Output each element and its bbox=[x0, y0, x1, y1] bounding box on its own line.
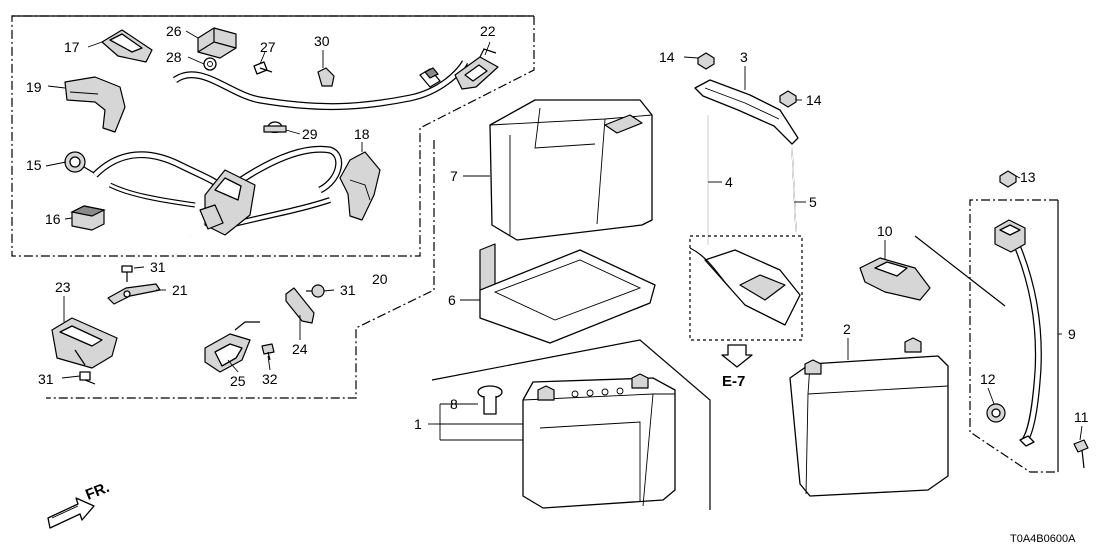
battery-1-group-frame bbox=[431, 339, 711, 510]
callout-3: 3 bbox=[740, 49, 748, 65]
callout-8: 8 bbox=[450, 396, 458, 412]
callout-30: 30 bbox=[314, 33, 330, 49]
callout-4: 4 bbox=[725, 174, 733, 190]
part-18-bracket bbox=[339, 151, 381, 221]
reference-e7: E-7 bbox=[722, 373, 745, 390]
part-22-terminal bbox=[454, 48, 499, 90]
part-26-terminal-cover bbox=[197, 27, 237, 59]
front-arrow-icon bbox=[47, 497, 95, 529]
part-17-clip bbox=[101, 29, 153, 63]
callout-31-c: 31 bbox=[38, 371, 54, 387]
callout-22: 22 bbox=[480, 23, 496, 39]
callout-10: 10 bbox=[877, 223, 893, 239]
part-19-terminal-boot bbox=[64, 76, 126, 133]
part-2-battery bbox=[789, 337, 949, 497]
part-15-clamp bbox=[64, 151, 95, 174]
callout-2: 2 bbox=[843, 321, 851, 337]
callout-27: 27 bbox=[260, 39, 276, 55]
part-29-clip bbox=[263, 121, 287, 134]
part-31-bolt-c bbox=[79, 371, 96, 385]
callout-26: 26 bbox=[166, 23, 182, 39]
lower-bracket-group-frame bbox=[46, 140, 435, 399]
callout-28: 28 bbox=[166, 49, 182, 65]
part-12-bushing bbox=[986, 403, 1006, 423]
callout-20: 20 bbox=[372, 271, 388, 287]
callout-11: 11 bbox=[1074, 409, 1089, 425]
callout-31-b: 31 bbox=[340, 282, 356, 298]
callout-16: 16 bbox=[45, 211, 61, 227]
callout-13: 13 bbox=[1020, 169, 1036, 185]
callout-25: 25 bbox=[230, 373, 246, 389]
detail-e7-box bbox=[689, 235, 803, 368]
callout-1: 1 bbox=[414, 416, 422, 432]
part-16-grommet bbox=[70, 205, 106, 231]
part-13-nut bbox=[999, 170, 1017, 188]
callout-17: 17 bbox=[64, 39, 80, 55]
part-27-bolt bbox=[253, 61, 273, 75]
part-5-rod bbox=[791, 147, 797, 233]
part-10-sensor bbox=[859, 257, 931, 301]
callout-21: 21 bbox=[172, 282, 188, 298]
callout-19: 19 bbox=[26, 79, 42, 95]
callout-7: 7 bbox=[450, 168, 458, 184]
part-28-nut bbox=[203, 57, 217, 71]
callout-9: 9 bbox=[1068, 326, 1076, 342]
harness-group-frame bbox=[11, 15, 535, 257]
part-21-stay bbox=[107, 283, 161, 305]
part-3-holder bbox=[694, 79, 799, 145]
callout-6: 6 bbox=[448, 292, 456, 308]
callout-32: 32 bbox=[262, 371, 278, 387]
callout-29: 29 bbox=[302, 126, 318, 142]
part-31-bolt-b bbox=[306, 284, 325, 298]
part-23-bracket bbox=[51, 317, 118, 369]
part-24-bracket bbox=[285, 287, 315, 324]
part-9-cable bbox=[994, 219, 1042, 447]
part-30-clip bbox=[317, 67, 335, 87]
part-1-battery bbox=[522, 373, 676, 509]
callout-24: 24 bbox=[292, 341, 308, 357]
wire-harness bbox=[92, 60, 469, 240]
callout-14-a: 14 bbox=[659, 49, 675, 65]
part-11-bolt bbox=[1073, 439, 1089, 469]
callout-18: 18 bbox=[354, 126, 370, 142]
callout-5: 5 bbox=[809, 194, 817, 210]
callout-15: 15 bbox=[26, 157, 42, 173]
diagram-code: T0A4B0600A bbox=[1010, 533, 1076, 545]
part-6-battery-tray bbox=[479, 243, 656, 344]
part-14-nut-b bbox=[779, 90, 797, 108]
callout-23: 23 bbox=[55, 279, 71, 295]
part-8-bolt bbox=[477, 385, 503, 415]
part-14-nut-a bbox=[697, 52, 715, 70]
front-marker-label: FR. bbox=[83, 479, 112, 504]
leader-lines bbox=[45, 30, 1083, 441]
callout-12: 12 bbox=[980, 371, 996, 387]
callout-31-a: 31 bbox=[150, 259, 166, 275]
part-25-clip bbox=[204, 321, 260, 373]
part-7-battery-box bbox=[489, 99, 653, 241]
cable-9-group-frame bbox=[969, 199, 1059, 473]
part-31-bolt-a bbox=[121, 265, 133, 282]
callout-14-b: 14 bbox=[806, 92, 822, 108]
part-32-bolt bbox=[261, 343, 275, 361]
